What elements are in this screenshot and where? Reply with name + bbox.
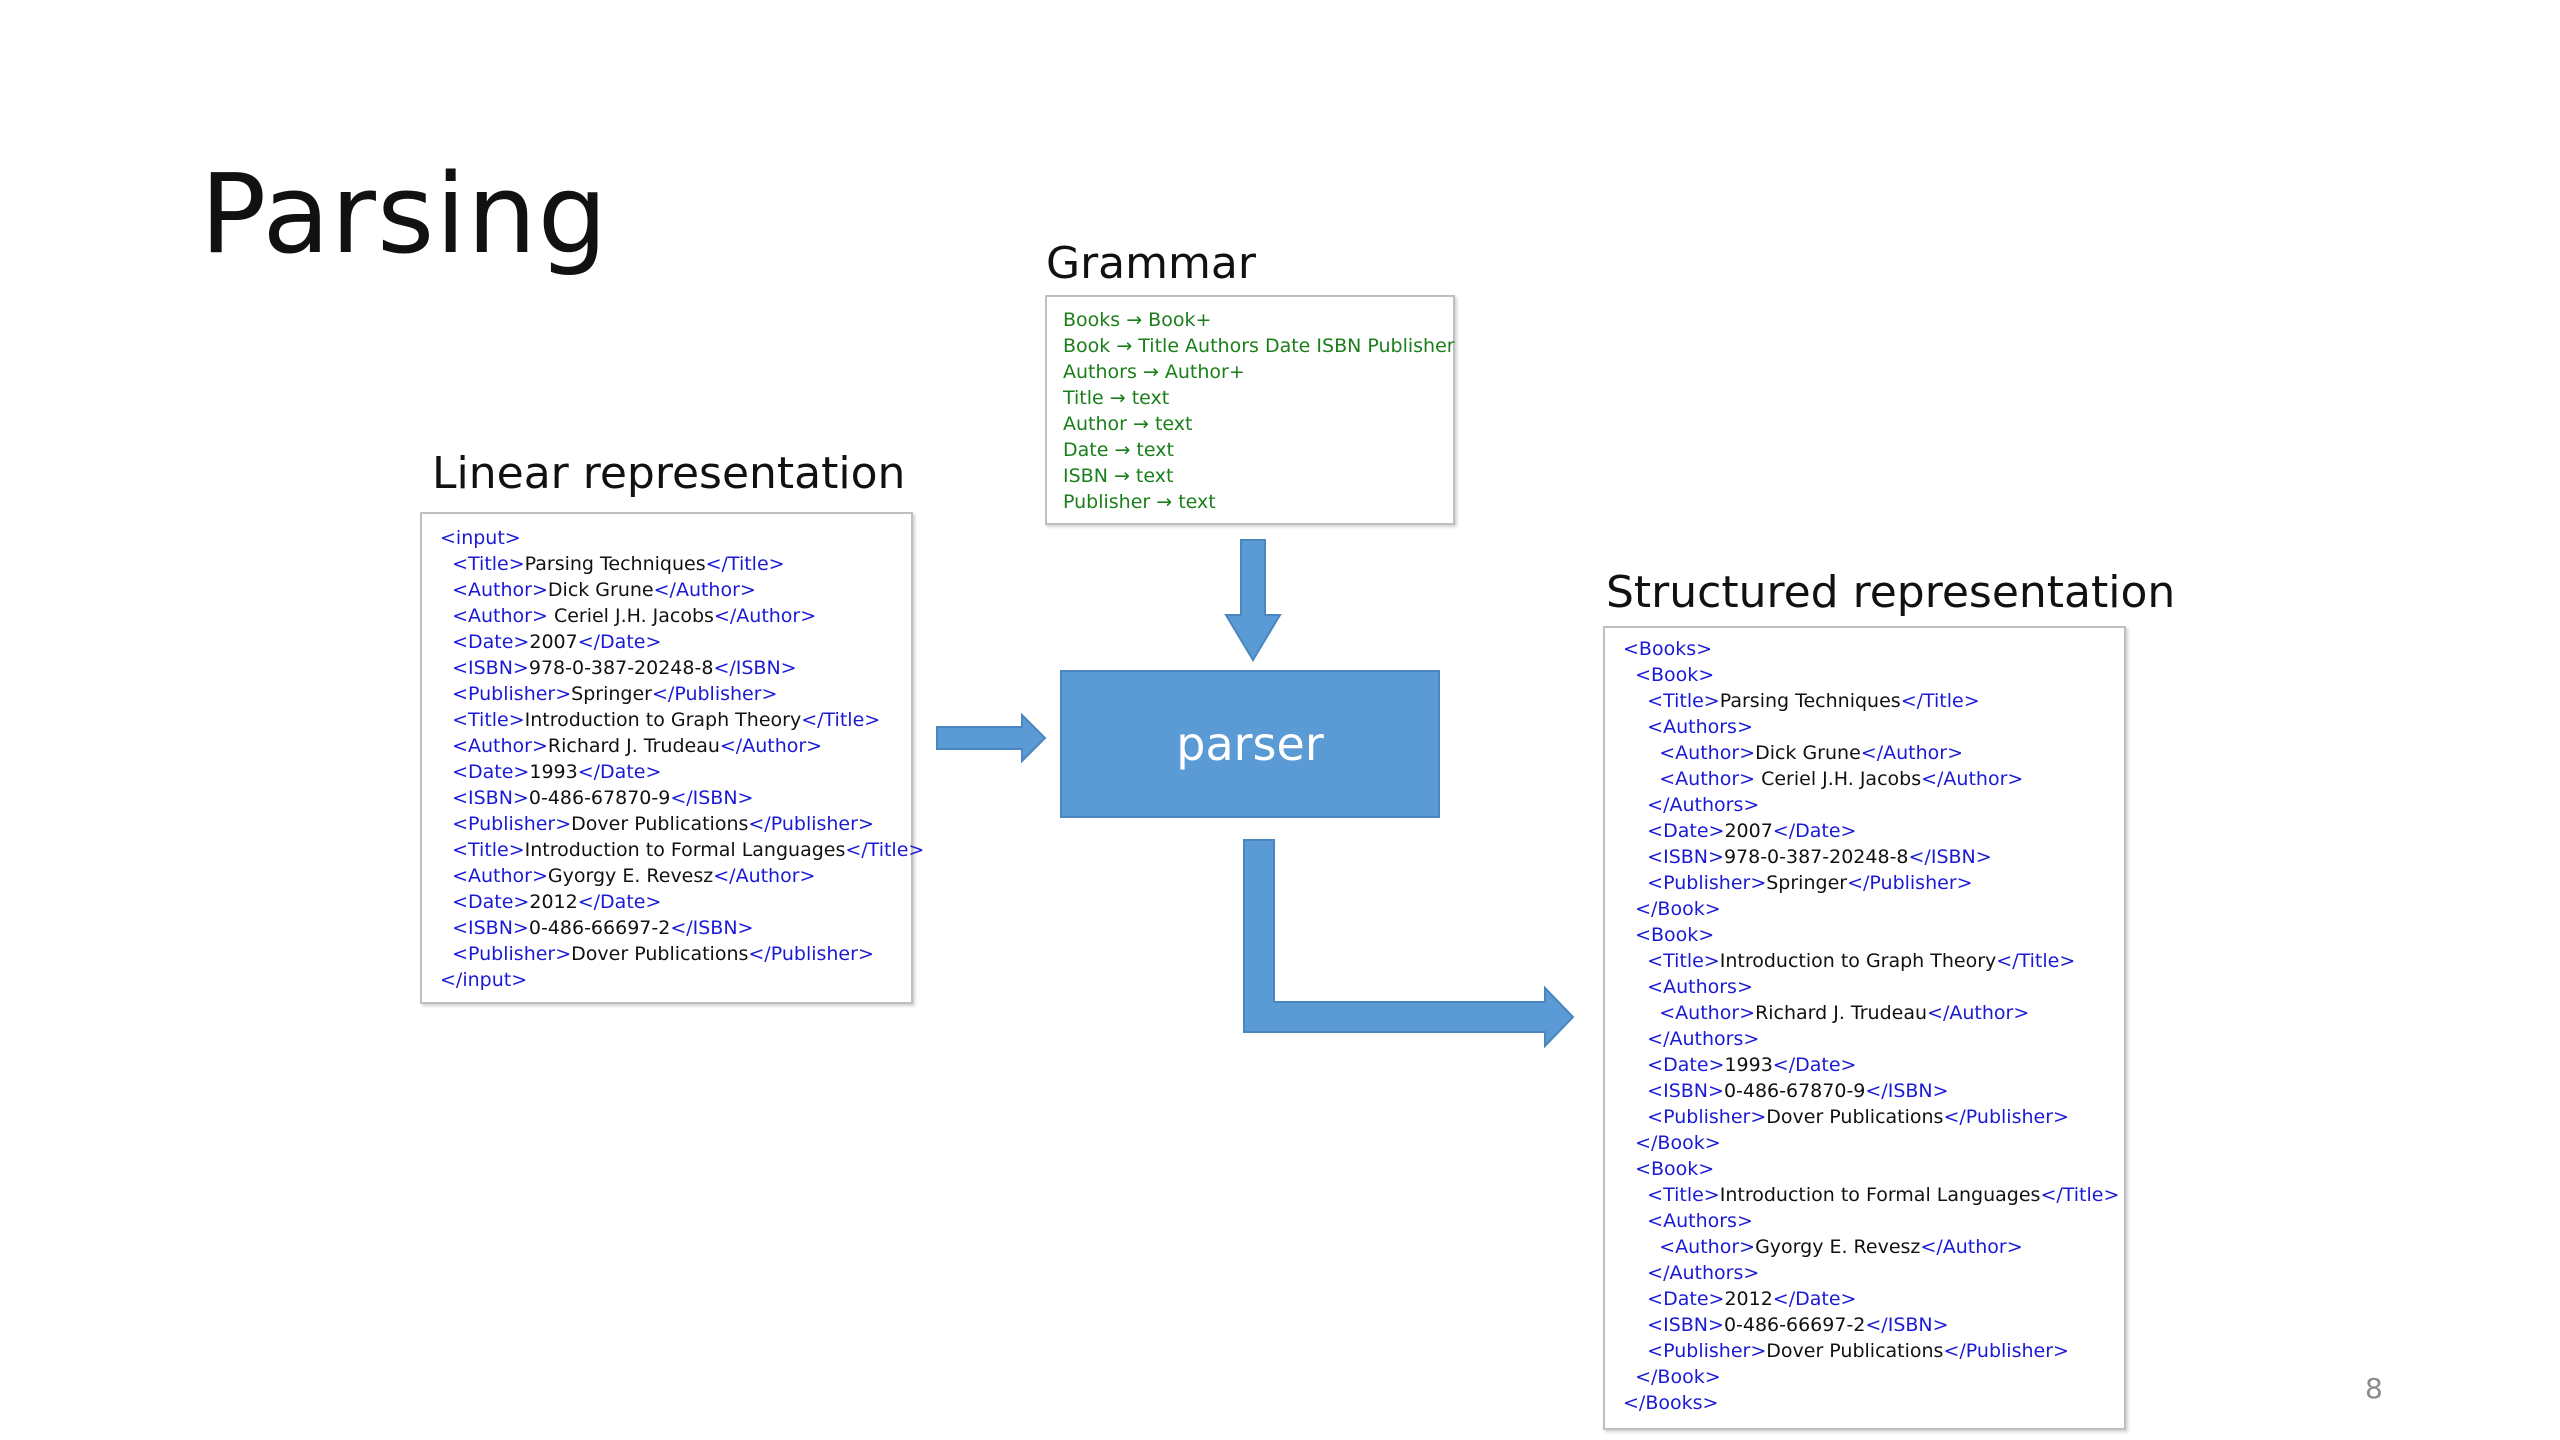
code-line: <Author>Gyorgy E. Revesz</Author> <box>452 865 816 887</box>
code-line: <Publisher>Dover Publications</Publisher… <box>1647 1106 2069 1128</box>
code-line: <Book> <box>1635 1158 1715 1180</box>
grammar-heading: Grammar <box>1046 238 1256 289</box>
grammar-rule: ISBN → text <box>1063 465 1174 487</box>
code-line: <Book> <box>1635 664 1715 686</box>
code-line: <Publisher>Dover Publications</Publisher… <box>452 813 874 835</box>
code-line: <Date>1993</Date> <box>452 761 662 783</box>
code-line: <Date>2012</Date> <box>1647 1288 1857 1310</box>
grammar-rule: Title → text <box>1063 387 1170 409</box>
linear-heading: Linear representation <box>432 448 906 499</box>
code-line: </Authors> <box>1647 1262 1760 1284</box>
structured-xml: <Books> <Book> <Title>Parsing Techniques… <box>1623 636 2119 1416</box>
code-line: <ISBN>978-0-387-20248-8</ISBN> <box>1647 846 1992 868</box>
grammar-to-parser-arrow <box>1224 539 1282 662</box>
code-line: <Publisher>Dover Publications</Publisher… <box>452 943 874 965</box>
slide-title: Parsing <box>200 150 609 278</box>
code-line: </Book> <box>1635 1366 1721 1388</box>
code-line: <Publisher>Springer</Publisher> <box>1647 872 1973 894</box>
code-line: </Books> <box>1623 1392 1719 1414</box>
code-line: <Authors> <box>1647 976 1753 998</box>
grammar-rule: Publisher → text <box>1063 491 1216 513</box>
parser-box: parser <box>1060 670 1440 818</box>
linear-to-parser-arrow <box>936 712 1047 764</box>
grammar-rule: Books → Book+ <box>1063 309 1212 331</box>
code-line: <Title>Parsing Techniques</Title> <box>452 553 785 575</box>
parser-label: parser <box>1176 717 1324 771</box>
code-line: <Author> Ceriel J.H. Jacobs</Author> <box>452 605 817 627</box>
code-line: <ISBN>0-486-67870-9</ISBN> <box>1647 1080 1949 1102</box>
grammar-rule: Author → text <box>1063 413 1193 435</box>
code-line: <ISBN>0-486-67870-9</ISBN> <box>452 787 754 809</box>
code-line: <ISBN>978-0-387-20248-8</ISBN> <box>452 657 797 679</box>
code-line: <input> <box>440 527 521 549</box>
code-line: <ISBN>0-486-66697-2</ISBN> <box>452 917 754 939</box>
parser-to-structured-arrow <box>1243 839 1575 1049</box>
code-line: </input> <box>440 969 528 991</box>
code-line: <Author>Richard J. Trudeau</Author> <box>452 735 823 757</box>
code-line: <ISBN>0-486-66697-2</ISBN> <box>1647 1314 1949 1336</box>
code-line: <Date>1993</Date> <box>1647 1054 1857 1076</box>
code-line: <Title>Introduction to Graph Theory</Tit… <box>452 709 881 731</box>
code-line: <Title>Introduction to Graph Theory</Tit… <box>1647 950 2076 972</box>
code-line: <Author>Dick Grune</Author> <box>1659 742 1963 764</box>
structured-heading: Structured representation <box>1606 567 2176 618</box>
code-line: <Book> <box>1635 924 1715 946</box>
code-line: <Books> <box>1623 638 1713 660</box>
code-line: <Date>2007</Date> <box>452 631 662 653</box>
grammar-rules: Books → Book+ Book → Title Authors Date I… <box>1063 307 1455 515</box>
code-line: </Book> <box>1635 898 1721 920</box>
structured-box: <Books> <Book> <Title>Parsing Techniques… <box>1603 626 2126 1430</box>
code-line: <Author>Richard J. Trudeau</Author> <box>1659 1002 2030 1024</box>
code-line: </Authors> <box>1647 794 1760 816</box>
code-line: </Book> <box>1635 1132 1721 1154</box>
grammar-rule: Authors → Author+ <box>1063 361 1245 383</box>
code-line: <Title>Introduction to Formal Languages<… <box>1647 1184 2120 1206</box>
code-line: <Publisher>Springer</Publisher> <box>452 683 778 705</box>
code-line: <Author>Gyorgy E. Revesz</Author> <box>1659 1236 2023 1258</box>
page-number: 8 <box>2365 1372 2383 1405</box>
code-line: <Title>Parsing Techniques</Title> <box>1647 690 1980 712</box>
code-line: <Author>Dick Grune</Author> <box>452 579 756 601</box>
code-line: <Authors> <box>1647 1210 1753 1232</box>
code-line: <Authors> <box>1647 716 1753 738</box>
code-line: <Publisher>Dover Publications</Publisher… <box>1647 1340 2069 1362</box>
linear-box: <input> <Title>Parsing Techniques</Title… <box>420 512 924 1004</box>
grammar-rule: Date → text <box>1063 439 1174 461</box>
code-line: <Author> Ceriel J.H. Jacobs</Author> <box>1659 768 2024 790</box>
code-line: <Date>2007</Date> <box>1647 820 1857 842</box>
grammar-box: Books → Book+ Book → Title Authors Date I… <box>1045 295 1455 525</box>
code-line: <Date>2012</Date> <box>452 891 662 913</box>
linear-xml: <input> <Title>Parsing Techniques</Title… <box>440 525 924 993</box>
grammar-rule: Book → Title Authors Date ISBN Publisher <box>1063 335 1455 357</box>
code-line: </Authors> <box>1647 1028 1760 1050</box>
code-line: <Title>Introduction to Formal Languages<… <box>452 839 925 861</box>
